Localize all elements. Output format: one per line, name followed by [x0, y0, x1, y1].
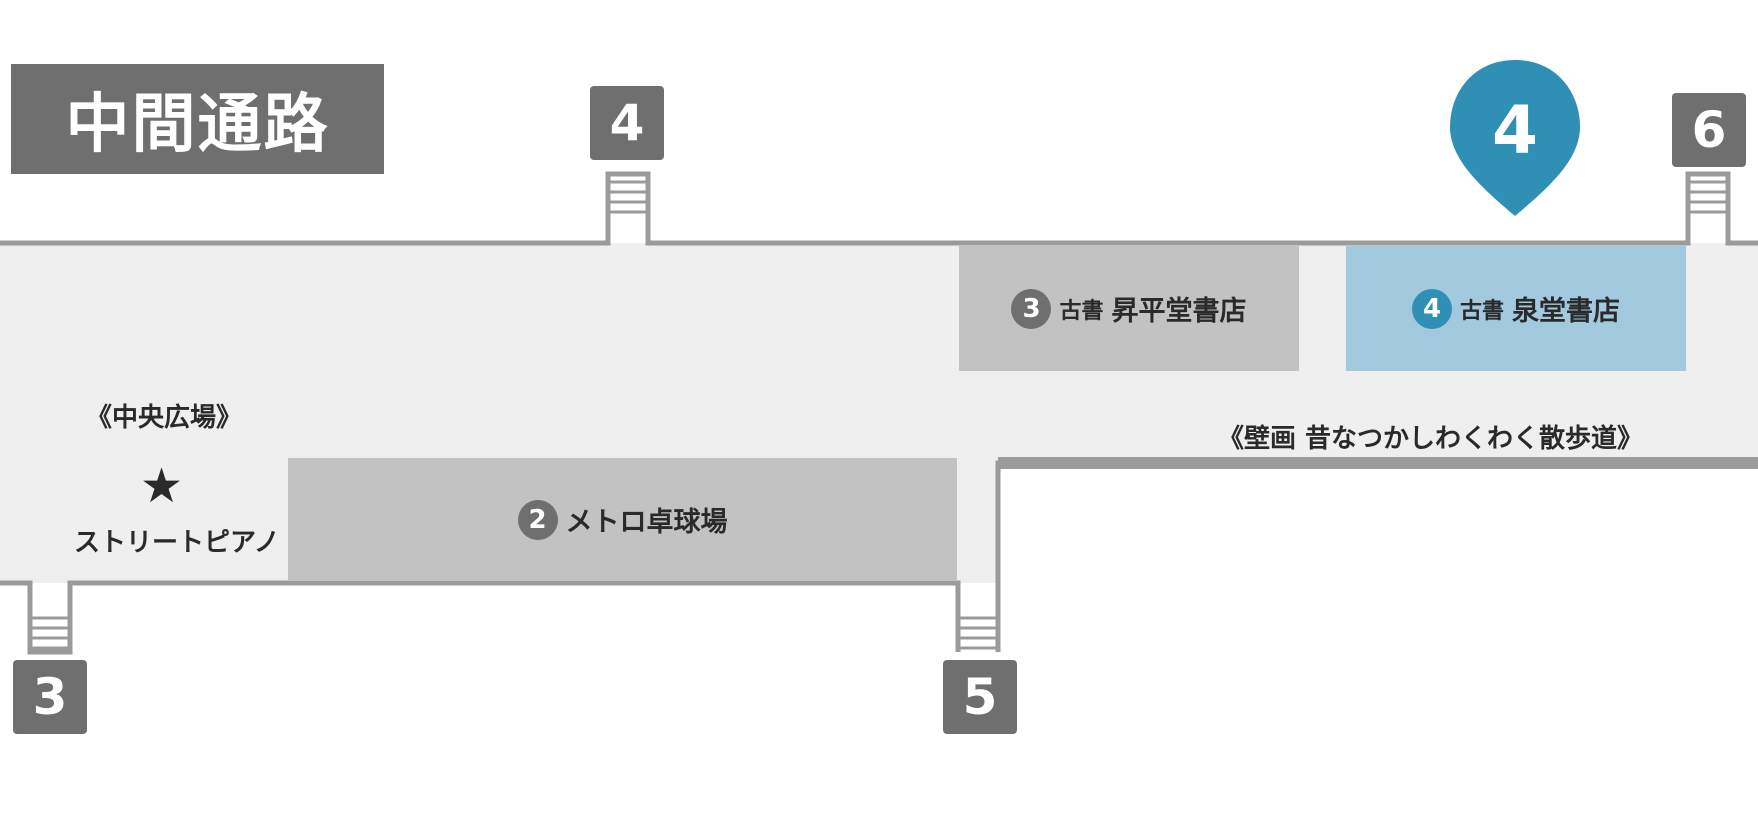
shop-number-badge: 2 — [517, 499, 558, 540]
shop-name: メトロ卓球場 — [565, 507, 728, 538]
shop-name: 昇平堂書店 — [1111, 296, 1247, 327]
shop-number-badge: 3 — [1011, 288, 1052, 329]
exit-badge-4[interactable]: 4 — [590, 86, 664, 160]
location-pin-number: 4 — [1492, 92, 1538, 169]
exit-badge-3[interactable]: 3 — [13, 660, 87, 734]
shop-number-badge: 4 — [1411, 288, 1452, 329]
star-icon: ★ — [140, 458, 184, 514]
shop-metro[interactable]: 2 メトロ卓球場 — [288, 458, 957, 581]
shop-name: 泉堂書店 — [1512, 296, 1620, 327]
stairs-bottom-middle — [960, 616, 996, 650]
street-piano-label: ストリートピアノ — [74, 528, 280, 558]
top-wall — [0, 171, 1758, 246]
central-plaza-label: 《中央広場》 — [86, 403, 243, 433]
bottom-wall-right — [995, 460, 1758, 652]
stairs-bottom-left — [32, 616, 68, 650]
stairs-top-left — [610, 180, 646, 214]
location-pin-icon — [1450, 60, 1580, 216]
shop-prefix: 古書 — [1459, 298, 1504, 324]
mural-wall — [998, 457, 1758, 469]
shop-shohei[interactable]: 3 古書 昇平堂書店 — [959, 246, 1299, 371]
mural-label: 《壁画 昔なつかしわくわく散歩道》 — [1218, 424, 1644, 454]
shop-sendo[interactable]: 4 古書 泉堂書店 — [1346, 246, 1686, 371]
shop-block-metro — [288, 458, 957, 581]
shop-block-sendo — [1346, 246, 1686, 371]
exit-badge-5[interactable]: 5 — [943, 660, 1017, 734]
stairs-top-right — [1690, 180, 1726, 214]
bottom-wall-left — [0, 580, 961, 655]
exit-badge-6[interactable]: 6 — [1672, 93, 1746, 167]
shop-prefix: 古書 — [1059, 298, 1104, 324]
page-title: 中間通路 — [11, 64, 384, 174]
